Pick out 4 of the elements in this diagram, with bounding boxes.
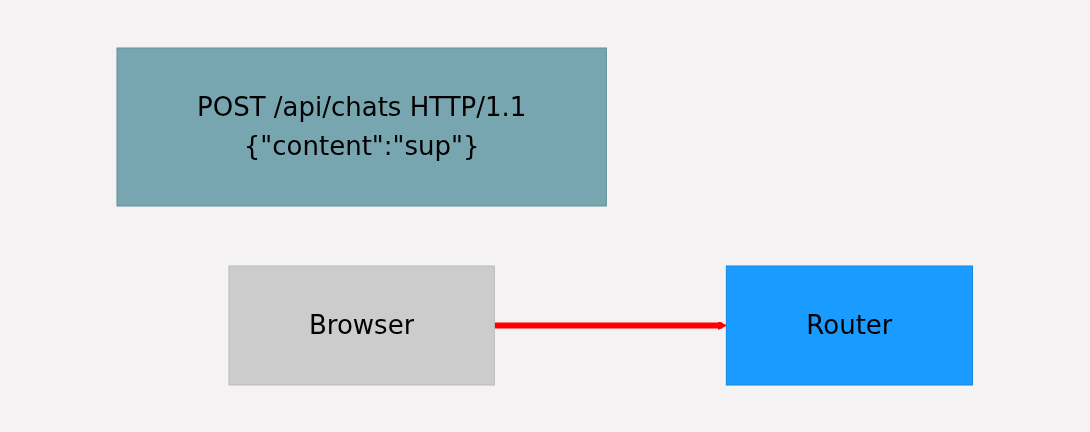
node-box: Router (726, 265, 974, 385)
arrow (494, 320, 727, 330)
node-box: Browser (228, 265, 496, 385)
node-box: POST /api/chats HTTP/1.1 {"content":"sup"} (116, 47, 608, 206)
